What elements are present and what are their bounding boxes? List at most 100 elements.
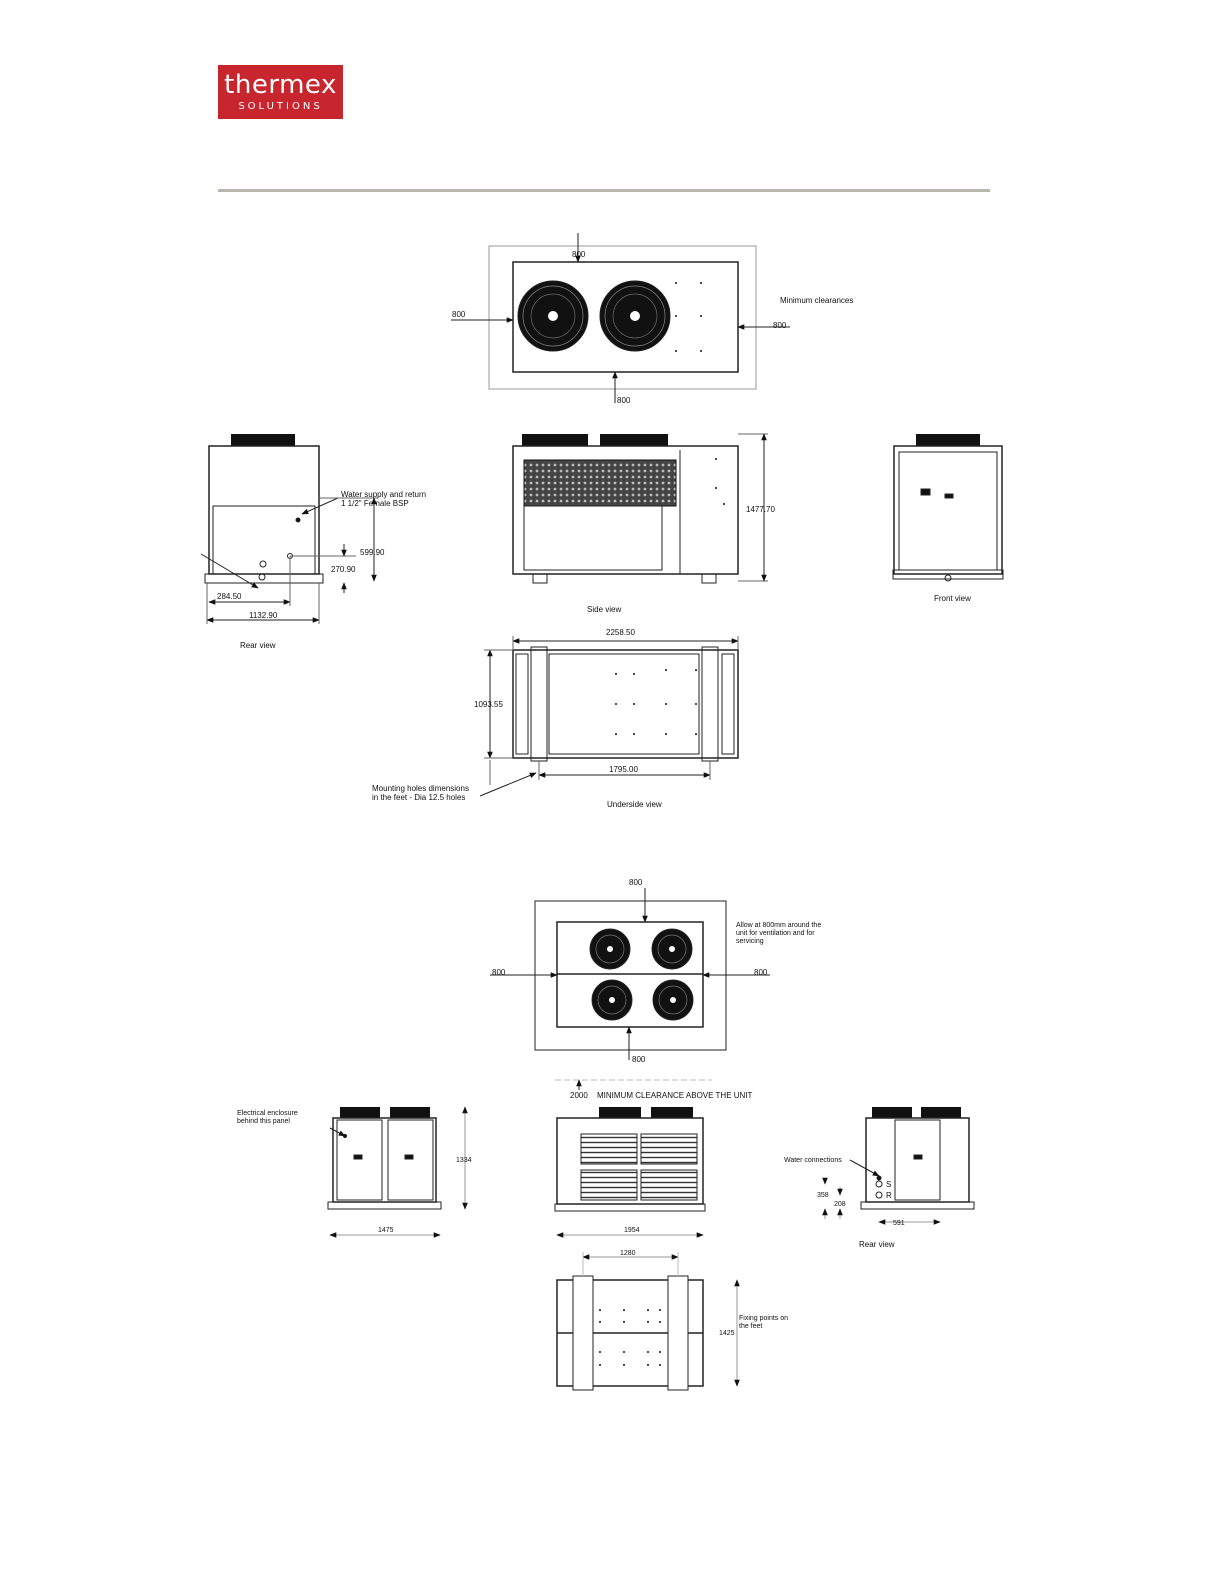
unit1-plan-view — [451, 233, 790, 403]
electrical-note-line1: Electrical enclosure — [237, 1110, 298, 1117]
dim-2258-50: 2258.50 — [606, 628, 635, 637]
water-connection-point — [259, 560, 267, 568]
fixing-points — [599, 282, 725, 1366]
unit2-clearance-right: 800 — [754, 968, 768, 977]
handle — [944, 493, 954, 499]
dim-1795-00: 1795.00 — [609, 765, 638, 774]
dim-591: 591 — [893, 1220, 905, 1227]
dim-2000: 2000 — [570, 1091, 588, 1100]
unit1-rear-body — [208, 445, 320, 575]
dim-1954: 1954 — [624, 1227, 640, 1234]
dim-284-50: 284.50 — [217, 592, 242, 601]
clearance-zone — [488, 245, 757, 390]
dim-1425: 1425 — [719, 1330, 735, 1337]
unit2-underside-view — [556, 1252, 740, 1391]
leader-line — [849, 1159, 880, 1177]
unit1-front-body — [893, 445, 1003, 575]
foot — [532, 573, 548, 584]
fan-icon — [651, 928, 693, 970]
water-note-line2: 1 1/2" Female BSP — [341, 499, 409, 508]
front-door — [336, 1119, 383, 1201]
unit2-front-body — [332, 1117, 437, 1203]
dim-270-90: 270.90 — [331, 565, 356, 574]
foot — [701, 573, 717, 584]
logo-subtitle-text: SOLUTIONS — [238, 101, 323, 112]
unit1-clearance-top: 800 — [572, 250, 586, 259]
fan-icon — [599, 280, 671, 352]
unit2-above-clearance — [555, 1079, 712, 1090]
foot-rail — [701, 646, 719, 762]
supply-marker: S — [886, 1180, 891, 1189]
unit1-rear-view-label: Rear view — [240, 641, 276, 650]
handle — [913, 1154, 923, 1160]
leader-line — [200, 553, 259, 589]
water-connection-point — [258, 573, 266, 581]
fan-guard — [872, 1107, 912, 1118]
above-clearance-note: MINIMUM CLEARANCE ABOVE THE UNIT — [597, 1091, 753, 1100]
unit2-front-view — [327, 1106, 468, 1238]
dim-1093-55: 1093.55 — [474, 700, 503, 709]
fan-guard — [600, 434, 668, 446]
front-panel — [898, 451, 998, 571]
dim-1132-90: 1132.90 — [249, 611, 278, 620]
unit1-rear-view — [200, 434, 378, 624]
unit2-rear-view-label: Rear view — [859, 1240, 895, 1249]
unit2-rear-body — [865, 1117, 970, 1203]
fan-icon — [589, 928, 631, 970]
fan-guard — [390, 1107, 430, 1118]
unit2-clearance-top: 800 — [629, 878, 643, 887]
unit1-clearance-note: Minimum clearances — [780, 296, 853, 305]
fixing-note-line2: the feet — [739, 1323, 762, 1330]
mounting-note-line1: Mounting holes dimensions — [372, 784, 469, 793]
dim-358: 358 — [817, 1192, 829, 1199]
water-connections-note: Water connections — [784, 1157, 842, 1164]
base-frame — [892, 569, 1004, 580]
unit1-underside-view-label: Underside view — [607, 800, 662, 809]
front-door — [387, 1119, 434, 1201]
coil-grille — [523, 459, 677, 507]
dim-208: 208 — [834, 1201, 846, 1208]
dim-1334: 1334 — [456, 1157, 472, 1164]
rear-panel — [212, 505, 316, 575]
unit1-side-body — [512, 445, 739, 575]
unit2-clearance-left: 800 — [492, 968, 506, 977]
leader-line — [479, 772, 537, 797]
fan-icon — [591, 979, 633, 1021]
unit2-clearance-bottom: 800 — [632, 1055, 646, 1064]
coil-louvre — [580, 1133, 638, 1165]
handle — [404, 1154, 414, 1160]
unit2-plan-view — [490, 888, 770, 1060]
unit1-front-view-label: Front view — [934, 594, 971, 603]
foot-rail — [572, 1275, 594, 1391]
supply-connection — [875, 1180, 883, 1188]
unit1-underside-view — [479, 636, 739, 797]
rear-door — [894, 1119, 941, 1201]
unit2-note-line1: Allow at 800mm around the — [736, 922, 821, 929]
unit2-side-view — [554, 1107, 706, 1238]
coil-louvre — [580, 1169, 638, 1201]
electrical-note-line2: behind this panel — [237, 1118, 290, 1125]
foot-rail — [530, 646, 548, 762]
handle — [920, 488, 931, 496]
mounting-note-line2: in the feet - Dia 12.5 holes — [372, 793, 465, 802]
fan-icon — [517, 280, 589, 352]
unit1-clearance-right: 800 — [773, 321, 787, 330]
foot-rail — [667, 1275, 689, 1391]
unit1-front-view — [892, 434, 1004, 582]
unit1-plan-body — [512, 261, 739, 373]
unit2-note-line3: servicing — [736, 938, 764, 945]
base-frame — [860, 1201, 975, 1210]
fixing-note-line1: Fixing points on — [739, 1315, 788, 1322]
access-panel — [523, 505, 663, 571]
return-marker: R — [886, 1191, 892, 1200]
dim-599-90: 599.90 — [360, 548, 385, 557]
base-frame — [204, 573, 324, 584]
dim-1280: 1280 — [620, 1250, 636, 1257]
unit1-clearance-bottom: 800 — [617, 396, 631, 405]
coil-louvre — [640, 1169, 698, 1201]
base-frame — [554, 1203, 706, 1212]
handle — [353, 1154, 363, 1160]
unit1-underside-body — [512, 649, 739, 759]
unit1-side-view-label: Side view — [587, 605, 621, 614]
leader-line — [329, 1127, 346, 1137]
